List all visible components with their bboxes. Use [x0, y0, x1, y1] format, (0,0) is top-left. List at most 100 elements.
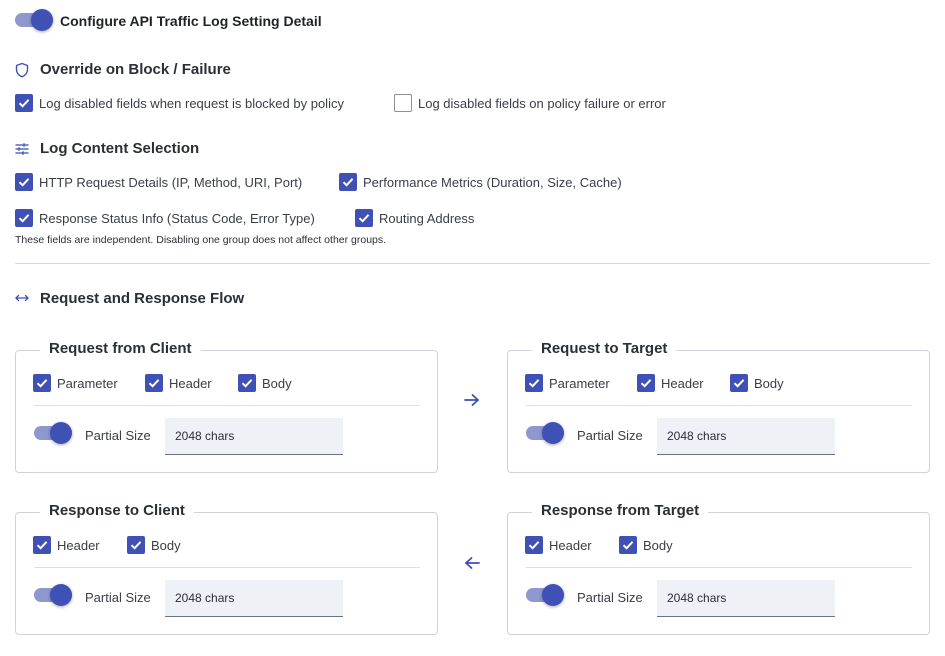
check-icon — [622, 541, 634, 550]
section-divider — [15, 263, 930, 264]
log-on-failure-checkbox[interactable]: Log disabled fields on policy failure or… — [394, 93, 666, 113]
routing-address-checkbox[interactable]: Routing Address — [355, 208, 474, 228]
checkbox-checked — [15, 173, 33, 191]
toggle-knob — [50, 422, 72, 444]
partial-size-toggle[interactable] — [34, 584, 72, 606]
log-setting-toggle[interactable] — [15, 9, 53, 31]
page-title: Configure API Traffic Log Setting Detail — [60, 13, 322, 29]
check-icon — [640, 379, 652, 388]
body-checkbox[interactable]: Body — [619, 535, 673, 555]
checkbox-checked — [15, 94, 33, 112]
header-checkbox[interactable]: Header — [33, 535, 100, 555]
checkbox-label: Header — [549, 537, 592, 553]
partial-size-label: Partial Size — [577, 428, 643, 443]
toggle-knob — [542, 422, 564, 444]
arrow-left-icon — [465, 557, 480, 569]
check-icon — [733, 379, 745, 388]
check-icon — [342, 178, 354, 187]
checkbox-checked — [525, 536, 543, 554]
parameter-checkbox[interactable]: Parameter — [33, 373, 118, 393]
checkbox-label: Body — [262, 375, 292, 391]
shield-icon — [15, 62, 29, 78]
card-divider — [34, 567, 420, 568]
checkbox-checked — [33, 536, 51, 554]
request-from-client-card: Request from Client Parameter Header Bod… — [15, 340, 438, 473]
header-checkbox[interactable]: Header — [637, 373, 704, 393]
partial-size-toggle[interactable] — [526, 584, 564, 606]
response-to-client-card: Response to Client Header Body Partial S… — [15, 502, 438, 635]
partial-size-toggle[interactable] — [526, 422, 564, 444]
body-checkbox[interactable]: Body — [730, 373, 784, 393]
check-icon — [18, 178, 30, 187]
body-checkbox[interactable]: Body — [127, 535, 181, 555]
card-title: Request from Client — [40, 340, 201, 357]
toggle-knob — [50, 584, 72, 606]
performance-metrics-checkbox[interactable]: Performance Metrics (Duration, Size, Cac… — [339, 172, 622, 192]
partial-size-input[interactable] — [165, 418, 343, 455]
partial-size-input[interactable] — [165, 580, 343, 617]
checkbox-label: Body — [754, 375, 784, 391]
request-to-target-card: Request to Target Parameter Header Body … — [507, 340, 930, 473]
checkbox-label: HTTP Request Details (IP, Method, URI, P… — [39, 174, 303, 190]
check-icon — [18, 99, 30, 108]
log-on-block-checkbox[interactable]: Log disabled fields when request is bloc… — [15, 93, 344, 113]
partial-size-label: Partial Size — [85, 428, 151, 443]
card-divider — [34, 405, 420, 406]
checkbox-label: Parameter — [57, 375, 118, 391]
checkbox-label: Header — [169, 375, 212, 391]
partial-size-toggle[interactable] — [34, 422, 72, 444]
content-hint: These fields are independent. Disabling … — [15, 234, 387, 246]
checkbox-checked — [730, 374, 748, 392]
checkbox-label: Header — [661, 375, 704, 391]
content-section-title: Log Content Selection — [40, 140, 200, 157]
body-checkbox[interactable]: Body — [238, 373, 292, 393]
flow-section-title: Request and Response Flow — [40, 290, 245, 307]
override-section-title: Override on Block / Failure — [40, 61, 231, 78]
checkbox-checked — [339, 173, 357, 191]
card-divider — [526, 567, 912, 568]
check-icon — [528, 379, 540, 388]
response-status-checkbox[interactable]: Response Status Info (Status Code, Error… — [15, 208, 315, 228]
checkbox-label: Routing Address — [379, 210, 475, 226]
checkbox-checked — [127, 536, 145, 554]
card-title: Response from Target — [532, 502, 709, 519]
partial-size-input[interactable] — [657, 580, 835, 617]
check-icon — [18, 214, 30, 223]
http-request-details-checkbox[interactable]: HTTP Request Details (IP, Method, URI, P… — [15, 172, 302, 192]
toggle-knob — [542, 584, 564, 606]
checkbox-checked — [619, 536, 637, 554]
response-from-target-card: Response from Target Header Body Partial… — [507, 502, 930, 635]
checkbox-checked — [33, 374, 51, 392]
checkbox-label: Log disabled fields on policy failure or… — [418, 95, 666, 111]
checkbox-label: Body — [643, 537, 673, 553]
checkbox-checked — [15, 209, 33, 227]
checkbox-checked — [637, 374, 655, 392]
partial-size-label: Partial Size — [85, 590, 151, 605]
check-icon — [241, 379, 253, 388]
partial-size-input[interactable] — [657, 418, 835, 455]
checkbox-unchecked — [394, 94, 412, 112]
check-icon — [130, 541, 142, 550]
partial-size-label: Partial Size — [577, 590, 643, 605]
bidirectional-arrow-icon — [15, 294, 29, 302]
check-icon — [528, 541, 540, 550]
check-icon — [36, 541, 48, 550]
check-icon — [36, 379, 48, 388]
card-title: Response to Client — [40, 502, 194, 519]
checkbox-label: Parameter — [549, 375, 610, 391]
check-icon — [358, 214, 370, 223]
checkbox-label: Body — [151, 537, 181, 553]
checkbox-label: Header — [57, 537, 100, 553]
checkbox-label: Response Status Info (Status Code, Error… — [39, 210, 315, 226]
arrow-right-icon — [464, 394, 479, 406]
card-divider — [526, 405, 912, 406]
checkbox-label: Log disabled fields when request is bloc… — [39, 95, 344, 111]
parameter-checkbox[interactable]: Parameter — [525, 373, 610, 393]
checkbox-checked — [238, 374, 256, 392]
check-icon — [148, 379, 160, 388]
header-checkbox[interactable]: Header — [145, 373, 212, 393]
checkbox-checked — [525, 374, 543, 392]
header-checkbox[interactable]: Header — [525, 535, 592, 555]
checkbox-checked — [145, 374, 163, 392]
card-title: Request to Target — [532, 340, 677, 357]
